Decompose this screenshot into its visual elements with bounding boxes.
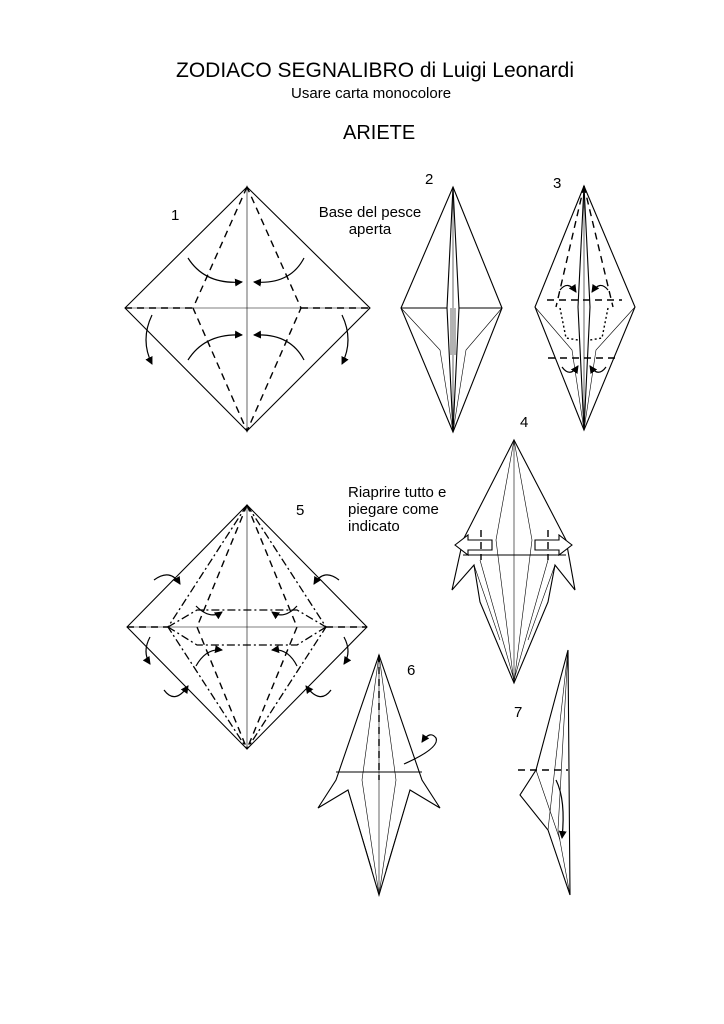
step-3-number: 3 [553,175,562,192]
step-2-caption: Base del pesce aperta [318,204,422,238]
step-7-diagram [518,649,571,896]
step-1-diagram [124,185,371,433]
step-2-diagram [400,185,503,434]
step-4-diagram [451,438,576,685]
step-1-number: 1 [171,207,180,224]
page-subtitle: Usare carta monocolore [291,85,452,102]
step-4-number: 4 [520,414,529,431]
step-6-number: 6 [407,662,416,679]
step-7-number: 7 [514,704,523,721]
step-4-caption: Riaprire tutto e piegare come indicato [348,484,447,535]
step-5-diagram [126,504,368,750]
model-name: ARIETE [343,122,416,144]
page-title: ZODIACO SEGNALIBRO di Luigi Leonardi [176,59,574,82]
step-5-number: 5 [296,502,305,519]
step-3-diagram [534,184,636,432]
step-2-number: 2 [425,171,434,188]
step-6-diagram [317,653,441,897]
